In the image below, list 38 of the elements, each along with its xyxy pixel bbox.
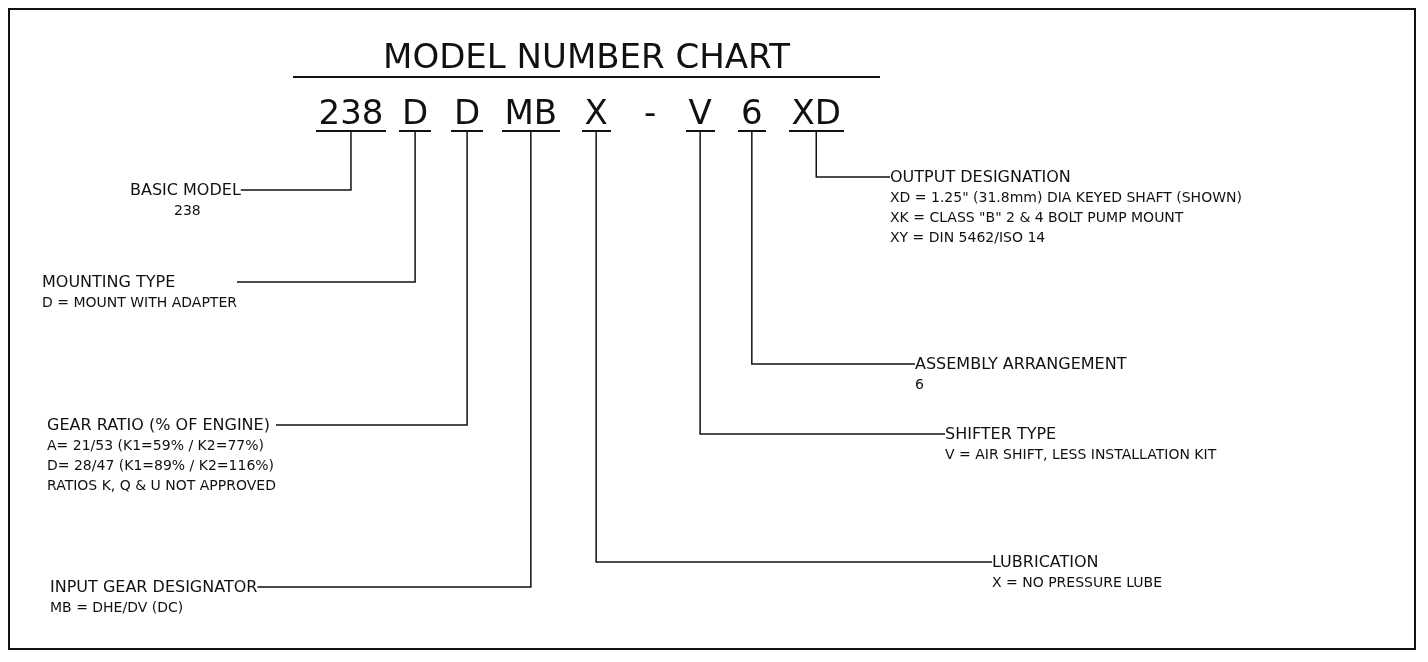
option-text: 6 — [915, 375, 925, 394]
separator-dash: - — [644, 94, 657, 130]
option-heading: OUTPUT DESIGNATION — [890, 167, 1072, 187]
leader-line — [699, 131, 946, 435]
code-segment: MB — [501, 94, 561, 132]
option-text: XK = CLASS "B" 2 & 4 BOLT PUMP MOUNT — [890, 208, 1185, 227]
option-text: D= 28/47 (K1=89% / K2=116%) — [47, 456, 276, 475]
option-heading: SHIFTER TYPE — [945, 424, 1058, 444]
leader-line — [595, 131, 993, 563]
code-segment: X — [581, 94, 611, 132]
option-heading: INPUT GEAR DESIGNATOR — [50, 577, 258, 597]
code-segment: 238 — [315, 94, 387, 132]
option-text: A= 21/53 (K1=59% / K2=77%) — [47, 436, 265, 455]
option-text: XD = 1.25" (31.8mm) DIA KEYED SHAFT (SHOWN) — [890, 188, 1242, 207]
option-heading: LUBRICATION — [992, 552, 1100, 572]
code-segment: D — [451, 94, 484, 132]
leader-line — [240, 131, 352, 191]
option-text: XY = DIN 5462/ISO 14 — [890, 228, 1047, 247]
leader-line — [751, 131, 916, 365]
chart-title: MODEL NUMBER CHART — [293, 36, 880, 78]
code-segment: 6 — [738, 94, 766, 132]
code-segment: D — [399, 94, 432, 132]
option-heading: ASSEMBLY ARRANGEMENT — [915, 354, 1127, 374]
option-heading: BASIC MODEL — [130, 180, 241, 200]
leader-line — [815, 131, 891, 178]
code-segment: XD — [788, 94, 844, 132]
option-text: RATIOS K, Q & U NOT APPROVED — [47, 476, 276, 495]
option-text: D = MOUNT WITH ADAPTER — [42, 293, 237, 312]
option-heading: GEAR RATIO (% OF ENGINE) — [47, 415, 271, 435]
leader-line — [256, 131, 532, 588]
option-text: V = AIR SHIFT, LESS INSTALLATION KIT — [945, 445, 1217, 464]
leader-line — [236, 131, 416, 283]
option-text: 238 — [174, 201, 202, 220]
option-text: MB = DHE/DV (DC) — [50, 598, 185, 617]
code-segment: V — [685, 94, 715, 132]
leader-line — [275, 131, 468, 426]
option-heading: MOUNTING TYPE — [42, 272, 177, 292]
option-text: X = NO PRESSURE LUBE — [992, 573, 1163, 592]
